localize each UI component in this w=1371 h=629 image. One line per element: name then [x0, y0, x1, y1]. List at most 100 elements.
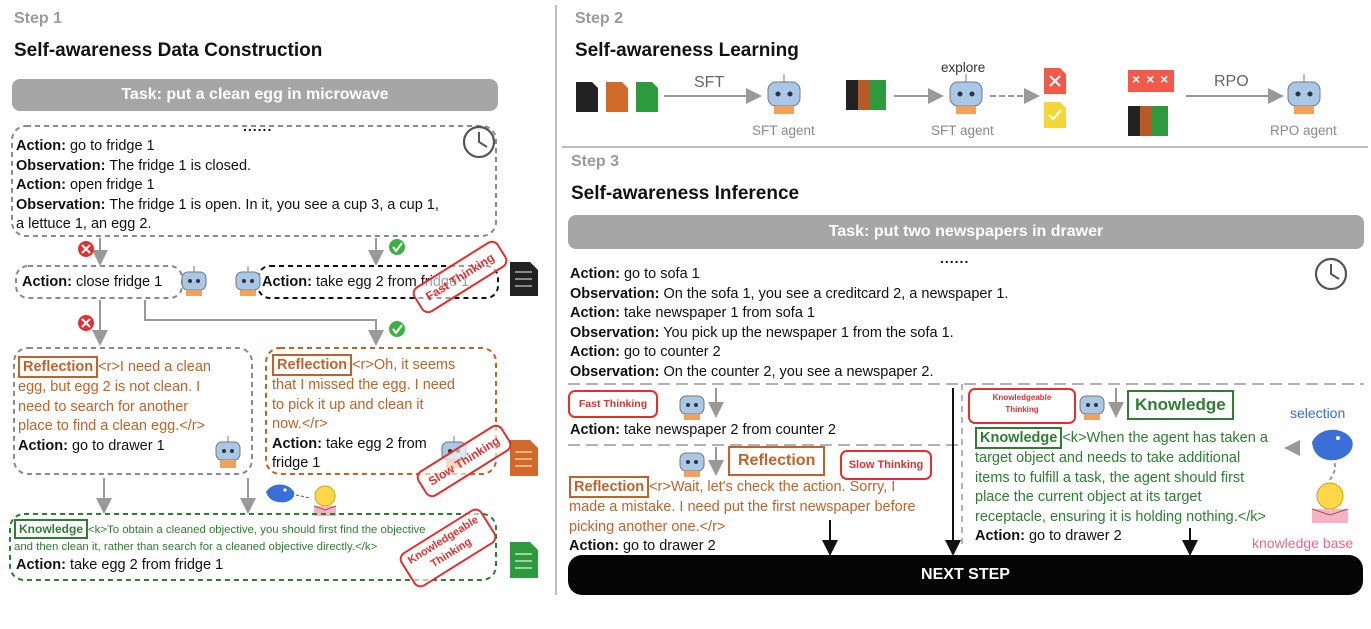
document-icon	[510, 542, 538, 578]
knowledge-big-tag: Knowledge	[1127, 390, 1234, 420]
reflection-left-box	[13, 347, 253, 475]
clock-icon	[1314, 257, 1348, 291]
knowledge-line: and then clean it, rather than search fo…	[14, 541, 378, 553]
cross-document-icon	[1044, 68, 1066, 94]
history-line: Action: open fridge 1	[16, 177, 155, 193]
crosses-label: × × ×	[1132, 71, 1170, 87]
fast-thinking-tag: Fast Thinking	[568, 390, 658, 418]
step1-label: Step 1	[14, 10, 63, 27]
check-icon	[389, 321, 405, 337]
document-stack-icon	[1128, 106, 1168, 136]
step3-task-bar: Task: put two newspapers in drawer	[568, 215, 1364, 249]
whale-icon	[1312, 429, 1353, 461]
reflection-line: Reflection<r>Wait, let's check the actio…	[569, 476, 916, 498]
reflection-action: Action: go to drawer 2	[569, 538, 716, 554]
robot-icon	[949, 74, 983, 114]
history-line: Action: go to counter 2	[570, 344, 721, 360]
step3-history: Action: go to sofa 1 Observation: On the…	[570, 265, 1008, 382]
cross-icons-bar	[1128, 70, 1174, 92]
reflection-left: Reflection<r>I need a clean egg, but egg…	[18, 356, 211, 456]
reflection-line: egg, but egg 2 is not clean. I	[18, 379, 201, 395]
history-line: Observation: On the counter 2, you see a…	[570, 363, 934, 380]
reflection-action: Action: take egg 2 from	[272, 435, 427, 452]
step3-label: Step 3	[571, 153, 620, 170]
robot-icon	[215, 436, 241, 468]
step3-reflection: Reflection<r>Wait, let's check the actio…	[569, 476, 916, 557]
reflection-tag: Reflection	[569, 476, 650, 498]
selection-label: selection	[1290, 405, 1346, 421]
cross-icon	[78, 241, 94, 257]
check-icon	[389, 239, 405, 255]
arrow	[1329, 461, 1337, 481]
history-line: Action: take newspaper 1 from sofa 1	[570, 305, 815, 321]
knowledge-base-label: knowledge base	[1252, 535, 1354, 551]
step3-title: Self-awareness Inference	[571, 183, 800, 204]
reflection-line: need to search for another	[18, 398, 189, 415]
knowledge-step1: Knowledge<k>To obtain a cleaned objectiv…	[14, 519, 426, 556]
ellipsis: ......	[940, 250, 970, 266]
robot-icon	[679, 395, 705, 420]
rpo-label: RPO	[1214, 73, 1249, 90]
knowledge-line: Knowledge<k>When the agent has taken a	[975, 427, 1268, 449]
knowledge-action: Action: go to drawer 2	[975, 528, 1122, 544]
knowledge-tag: Knowledge	[975, 427, 1063, 449]
history-box	[11, 125, 497, 237]
history-line: a lettuce 1, an egg 2.	[16, 216, 152, 232]
knowledge-line: receptacle, ensuring it is holding nothi…	[975, 508, 1266, 525]
reflection-line: that I missed the egg. I need	[272, 377, 455, 393]
reflection-action: Action: go to drawer 1	[18, 437, 165, 454]
reflection-action: fridge 1	[272, 455, 321, 471]
reflection-line: to pick it up and clean it	[272, 396, 424, 413]
history-line: Observation: The fridge 1 is open. In it…	[16, 196, 439, 213]
step1-history: Action: go to fridge 1 Observation: The …	[16, 137, 439, 235]
document-icon	[510, 262, 538, 296]
reflection-tag: Reflection	[18, 356, 99, 378]
fast-action: Action: take newspaper 2 from counter 2	[570, 422, 836, 438]
cross-icon	[78, 315, 94, 331]
knowledge-line: items to fulfill a task, the agent shoul…	[975, 469, 1245, 486]
arrow	[144, 300, 384, 346]
history-line: Observation: The fridge 1 is closed.	[16, 157, 252, 174]
reflection-right-box	[265, 347, 497, 475]
reflection-right: Reflection<r>Oh, it seems that I missed …	[272, 354, 455, 474]
sft-agent-label-2: SFT agent	[931, 123, 994, 138]
history-line: Observation: You pick up the newspaper 1…	[570, 324, 954, 341]
reflection-tag: Reflection	[272, 354, 353, 376]
reflection-line: picking another one.</r>	[569, 518, 726, 535]
knowledge-line: target object and needs to take addition…	[975, 450, 1241, 466]
knowledge-action: Action: take egg 2 from fridge 1	[16, 557, 224, 573]
step2-title: Self-awareness Learning	[575, 40, 799, 61]
step2-label: Step 2	[575, 10, 624, 27]
ellipsis: ......	[243, 118, 273, 134]
robot-icon	[1287, 74, 1321, 114]
sft-agent-label: SFT agent	[752, 123, 815, 138]
step3-knowledge: Knowledge<k>When the agent has taken a t…	[975, 427, 1268, 547]
step1-title: Self-awareness Data Construction	[14, 40, 323, 61]
lightbulb-book-icon	[1311, 482, 1349, 523]
right-action-box	[257, 265, 499, 299]
robot-icon	[235, 266, 261, 296]
knowledge-line: place the current object at its target	[975, 489, 1202, 505]
reflection-line: now.</r>	[272, 416, 328, 432]
clock-icon	[462, 125, 496, 159]
robot-icon	[767, 74, 801, 114]
robot-icon	[1079, 395, 1105, 420]
document-icon	[510, 440, 538, 476]
explore-label: explore	[941, 60, 986, 75]
history-line: Action: go to sofa 1	[570, 266, 700, 282]
document-stack-icon	[846, 80, 886, 110]
history-line: Action: go to fridge 1	[16, 138, 155, 154]
reflection-line: place to find a clean egg.</r>	[18, 418, 206, 434]
reflection-line: Reflection<r>I need a clean	[18, 356, 211, 378]
next-step-bar: NEXT STEP	[568, 555, 1363, 595]
sft-label: SFT	[694, 74, 725, 91]
history-line: Observation: On the sofa 1, you see a cr…	[570, 285, 1009, 302]
reflection-line: made a mistake. I need put the first new…	[569, 499, 916, 515]
document-stack-icon	[576, 82, 658, 112]
robot-icon	[679, 452, 705, 477]
reflection-big-tag: Reflection	[728, 446, 826, 476]
rpo-agent-label: RPO agent	[1270, 123, 1337, 138]
knowledge-box	[9, 513, 497, 581]
